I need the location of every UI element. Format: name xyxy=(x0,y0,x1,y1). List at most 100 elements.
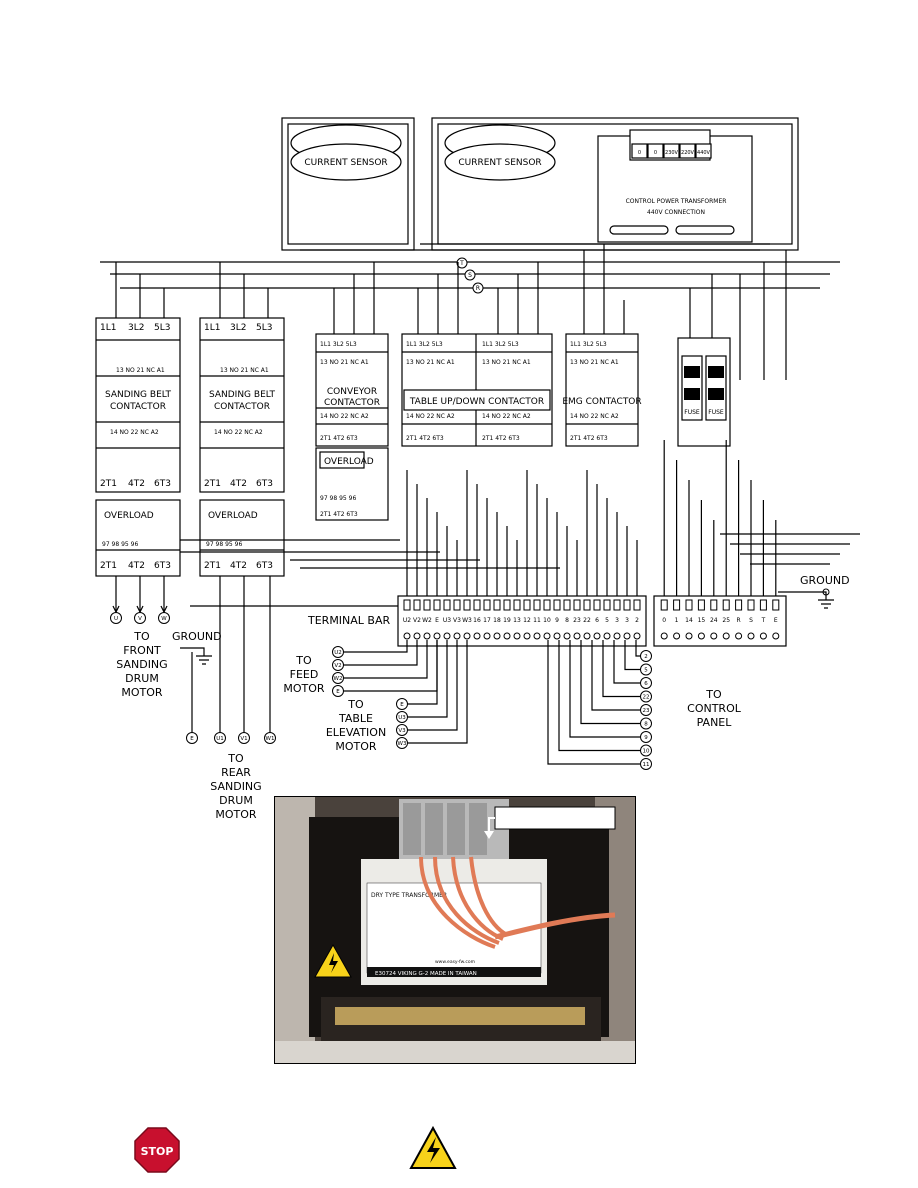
svg-text:DRUM: DRUM xyxy=(125,672,159,685)
svg-text:13 NO 21 NC A1: 13 NO 21 NC A1 xyxy=(116,367,165,374)
power-buses: T S R xyxy=(100,243,840,294)
control-panel-terminal: 10 xyxy=(640,744,652,757)
svg-text:TO: TO xyxy=(347,698,364,711)
terminal-label: W2 xyxy=(422,617,432,624)
svg-text:T: T xyxy=(459,260,464,267)
terminal-post xyxy=(543,632,551,640)
control-panel-terminal-label: 8 xyxy=(644,722,648,728)
terminal-post xyxy=(603,632,611,640)
terminal-label: 11 xyxy=(533,617,541,624)
svg-text:1L1: 1L1 xyxy=(204,323,220,333)
svg-text:3L2: 3L2 xyxy=(128,323,144,333)
control-panel-terminal: 9 xyxy=(640,731,652,743)
feed-motor-terminal-label: W2 xyxy=(334,676,343,682)
transformer-tap xyxy=(663,143,680,159)
terminal-post xyxy=(413,632,421,640)
svg-text:TO: TO xyxy=(227,752,244,765)
svg-text:SANDING BELT: SANDING BELT xyxy=(105,390,172,400)
svg-text:2T1 4T2 6T3: 2T1 4T2 6T3 xyxy=(482,435,520,442)
terminal-label: 14 xyxy=(685,617,693,624)
terminal-label: U2 xyxy=(403,617,411,624)
transformer-subtitle: 440V CONNECTION xyxy=(647,209,705,216)
transformer-tap xyxy=(647,143,664,159)
svg-text:DRUM: DRUM xyxy=(219,794,253,807)
rear-motor-terminal-label: W1 xyxy=(266,736,275,742)
terminal-screw xyxy=(685,599,693,611)
terminal-screw xyxy=(503,599,511,611)
svg-text:13 NO 21 NC A1: 13 NO 21 NC A1 xyxy=(406,359,455,366)
control-panel-terminal-label: 6 xyxy=(644,681,648,687)
control-panel-terminal-label: 11 xyxy=(643,762,650,768)
rear-motor-terminal: W1 xyxy=(264,732,276,744)
terminal-post xyxy=(660,632,668,640)
terminal-screw xyxy=(413,599,421,611)
svg-text:4T2: 4T2 xyxy=(230,561,247,571)
terminal-label: 9 xyxy=(555,617,559,624)
terminal-post xyxy=(553,632,561,640)
svg-text:OVERLOAD: OVERLOAD xyxy=(208,511,258,521)
terminal-post xyxy=(423,632,431,640)
svg-text:MOTOR: MOTOR xyxy=(121,686,163,699)
svg-text:14 NO 22 NC A2: 14 NO 22 NC A2 xyxy=(482,413,531,420)
svg-text:OVERLOAD: OVERLOAD xyxy=(104,511,154,521)
svg-text:REAR: REAR xyxy=(221,766,251,779)
terminal-post xyxy=(483,632,491,640)
svg-text:97 98 95 96: 97 98 95 96 xyxy=(206,541,242,548)
terminal-screw xyxy=(759,599,767,611)
right-current-sensor-label: CURRENT SENSOR xyxy=(458,158,541,168)
terminal-label: S xyxy=(749,617,753,624)
control-panel-terminal-label: 22 xyxy=(643,695,650,701)
svg-text:4T2: 4T2 xyxy=(128,479,145,489)
photo-plate-website: www.easy-fw.com xyxy=(435,959,475,965)
svg-text:FRONT: FRONT xyxy=(123,644,161,657)
terminal-label: 3 xyxy=(615,617,619,624)
elevation-motor-terminal: U3 xyxy=(396,711,408,723)
feed-motor-terminal: V2 xyxy=(332,659,344,671)
svg-text:1L1: 1L1 xyxy=(100,323,116,333)
control-panel-terminal-label: 2 xyxy=(644,654,648,660)
terminal-label: 15 xyxy=(698,617,706,624)
terminal-post xyxy=(685,632,693,640)
transformer-tap-label: 0 xyxy=(654,150,657,156)
terminal-label: 6 xyxy=(595,617,599,624)
svg-text:14 NO 22 NC A2: 14 NO 22 NC A2 xyxy=(320,413,369,420)
terminal-screw xyxy=(660,599,668,611)
svg-text:SANDING BELT: SANDING BELT xyxy=(209,390,276,400)
terminal-label: 13 xyxy=(513,617,521,624)
svg-text:FUSE: FUSE xyxy=(708,409,724,416)
terminal-screw xyxy=(473,599,481,611)
svg-text:13 NO 21 NC A1: 13 NO 21 NC A1 xyxy=(482,359,531,366)
svg-text:14 NO 22 NC A2: 14 NO 22 NC A2 xyxy=(406,413,455,420)
terminal-post xyxy=(772,632,780,640)
terminal-screw xyxy=(603,599,611,611)
elevation-motor-terminal: E xyxy=(396,698,408,710)
terminal-screw xyxy=(613,599,621,611)
svg-text:13 NO 21 NC A1: 13 NO 21 NC A1 xyxy=(220,367,269,374)
rear-motor-terminal-label: U1 xyxy=(216,736,224,742)
svg-text:CONTACTOR: CONTACTOR xyxy=(110,402,166,412)
terminal-post xyxy=(673,632,681,640)
svg-text:TO: TO xyxy=(705,688,722,701)
svg-text:TABLE: TABLE xyxy=(338,712,373,725)
bus-label-t: T xyxy=(456,257,468,269)
terminal-post xyxy=(443,632,451,640)
elevation-motor-terminal-label: U3 xyxy=(398,715,406,721)
terminal-label: 0 xyxy=(662,617,666,624)
terminal-label: R xyxy=(737,617,741,624)
feed-motor-terminal-label: E xyxy=(336,689,340,695)
front-motor-destination: TO FRONT SANDING DRUM MOTOR xyxy=(116,630,167,699)
svg-text:ELEVATION: ELEVATION xyxy=(326,726,386,739)
electrical-hazard-icon xyxy=(409,1125,457,1169)
elevation-motor-terminal-label: V3 xyxy=(398,728,406,734)
terminal-feed-wires xyxy=(406,440,777,600)
terminal-screw xyxy=(623,599,631,611)
terminal-screw xyxy=(772,599,780,611)
terminal-post xyxy=(613,632,621,640)
